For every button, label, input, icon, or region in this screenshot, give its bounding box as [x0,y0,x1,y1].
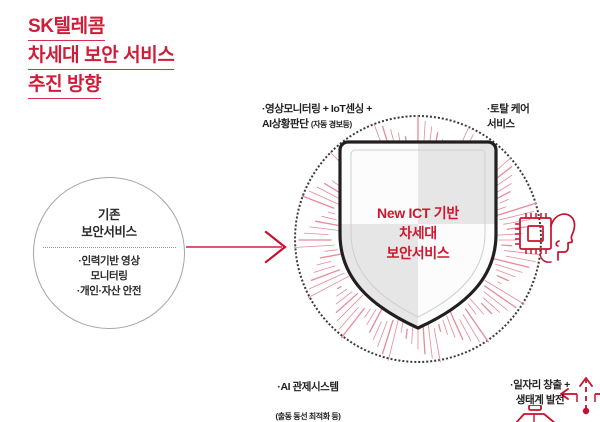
node-label-total-care: ·토탈 케어 서비스 [487,88,597,131]
node-label-text: ·영상모니터링 + IoT센싱 + AI상황판단 [262,103,372,130]
title-line-2: 차세대 보안 서비스 [28,43,175,71]
title-line-1: SK텔레콤 [28,14,105,42]
legacy-heading: 기존 보안서비스 [81,207,137,239]
legacy-service-circle: 기존 보안서비스 ·인력기반 영상 모니터링 ·개인·자산 안전 [33,177,185,329]
node-sublabel-text: (출동 동선 최적화 등) [275,412,341,422]
expand-arrows-icon [560,372,600,422]
page-title: SK텔레콤 차세대 보안 서비스 추진 방향 [28,14,278,101]
arrow-right-icon [186,229,291,265]
node-sublabel-text: (자동 경보등) [310,119,352,129]
node-label-ai-monitoring: ·영상모니터링 + IoT센싱 + AI상황판단 (자동 경보등) [262,88,462,131]
node-label-text: ·AI 관제시스템 [277,381,339,394]
node-label-text: ·일자리 창출 + 생태계 발전 [510,379,570,406]
ai-chip-head-icon [515,208,581,271]
node-label-ai-control: ·AI 관제시스템 (출동 동선 최적화 등) [233,366,383,422]
node-label-jobs-ecosystem: ·일자리 창출 + 생태계 발전 [478,364,600,407]
legacy-body: ·인력기반 영상 모니터링 ·개인·자산 안전 [76,255,142,298]
legacy-divider [42,247,176,249]
node-label-text: ·토탈 케어 서비스 [487,103,530,130]
title-line-3: 추진 방향 [28,72,102,100]
shield-graphic [338,140,498,330]
